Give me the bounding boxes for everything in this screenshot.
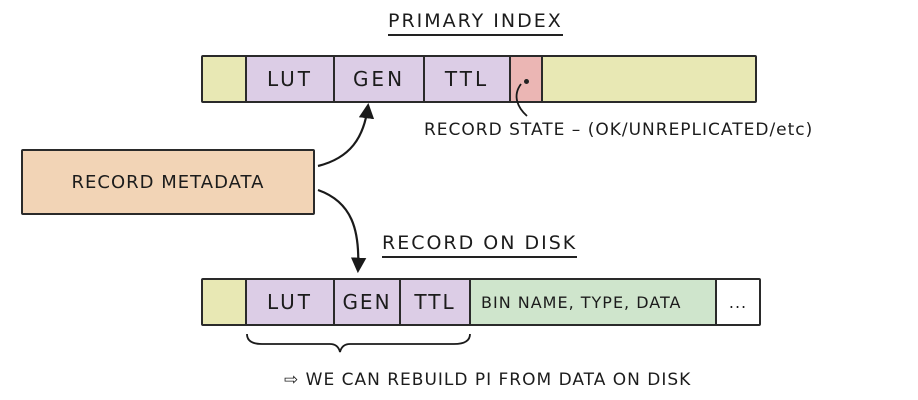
disk-bins-cell: BIN NAME, TYPE, DATA: [471, 280, 717, 324]
record-state-note: RECORD STATE – (OK/UNREPLICATED/etc): [424, 120, 814, 140]
record-state-dot: [523, 78, 529, 84]
record-state-connector: [515, 83, 528, 117]
metadata-brace: [246, 333, 471, 353]
arrow-to-primary-index: [317, 102, 375, 168]
disk-ttl-cell: TTL: [401, 280, 471, 324]
primary-index-strip: LUT GEN TTL: [201, 55, 757, 103]
primary-index-title: PRIMARY INDEX: [388, 10, 563, 36]
disk-ellipsis-cell: ...: [717, 280, 759, 324]
disk-leading-slot: [203, 280, 247, 324]
pi-leading-slot: [203, 57, 247, 101]
record-on-disk-title: RECORD ON DISK: [382, 232, 578, 258]
pi-ttl-cell: TTL: [425, 57, 511, 101]
record-metadata-box: RECORD METADATA: [21, 149, 315, 215]
conclusion-note: ⇨ WE CAN REBUILD PI FROM DATA ON DISK: [284, 370, 692, 390]
disk-gen-cell: GEN: [335, 280, 401, 324]
pi-lut-cell: LUT: [247, 57, 335, 101]
pi-gen-cell: GEN: [335, 57, 425, 101]
pi-trailing-slot: [543, 57, 755, 101]
record-on-disk-strip: LUT GEN TTL BIN NAME, TYPE, DATA ...: [201, 278, 761, 326]
arrow-to-record-on-disk: [317, 188, 367, 274]
record-metadata-label: RECORD METADATA: [71, 171, 265, 193]
disk-lut-cell: LUT: [247, 280, 335, 324]
